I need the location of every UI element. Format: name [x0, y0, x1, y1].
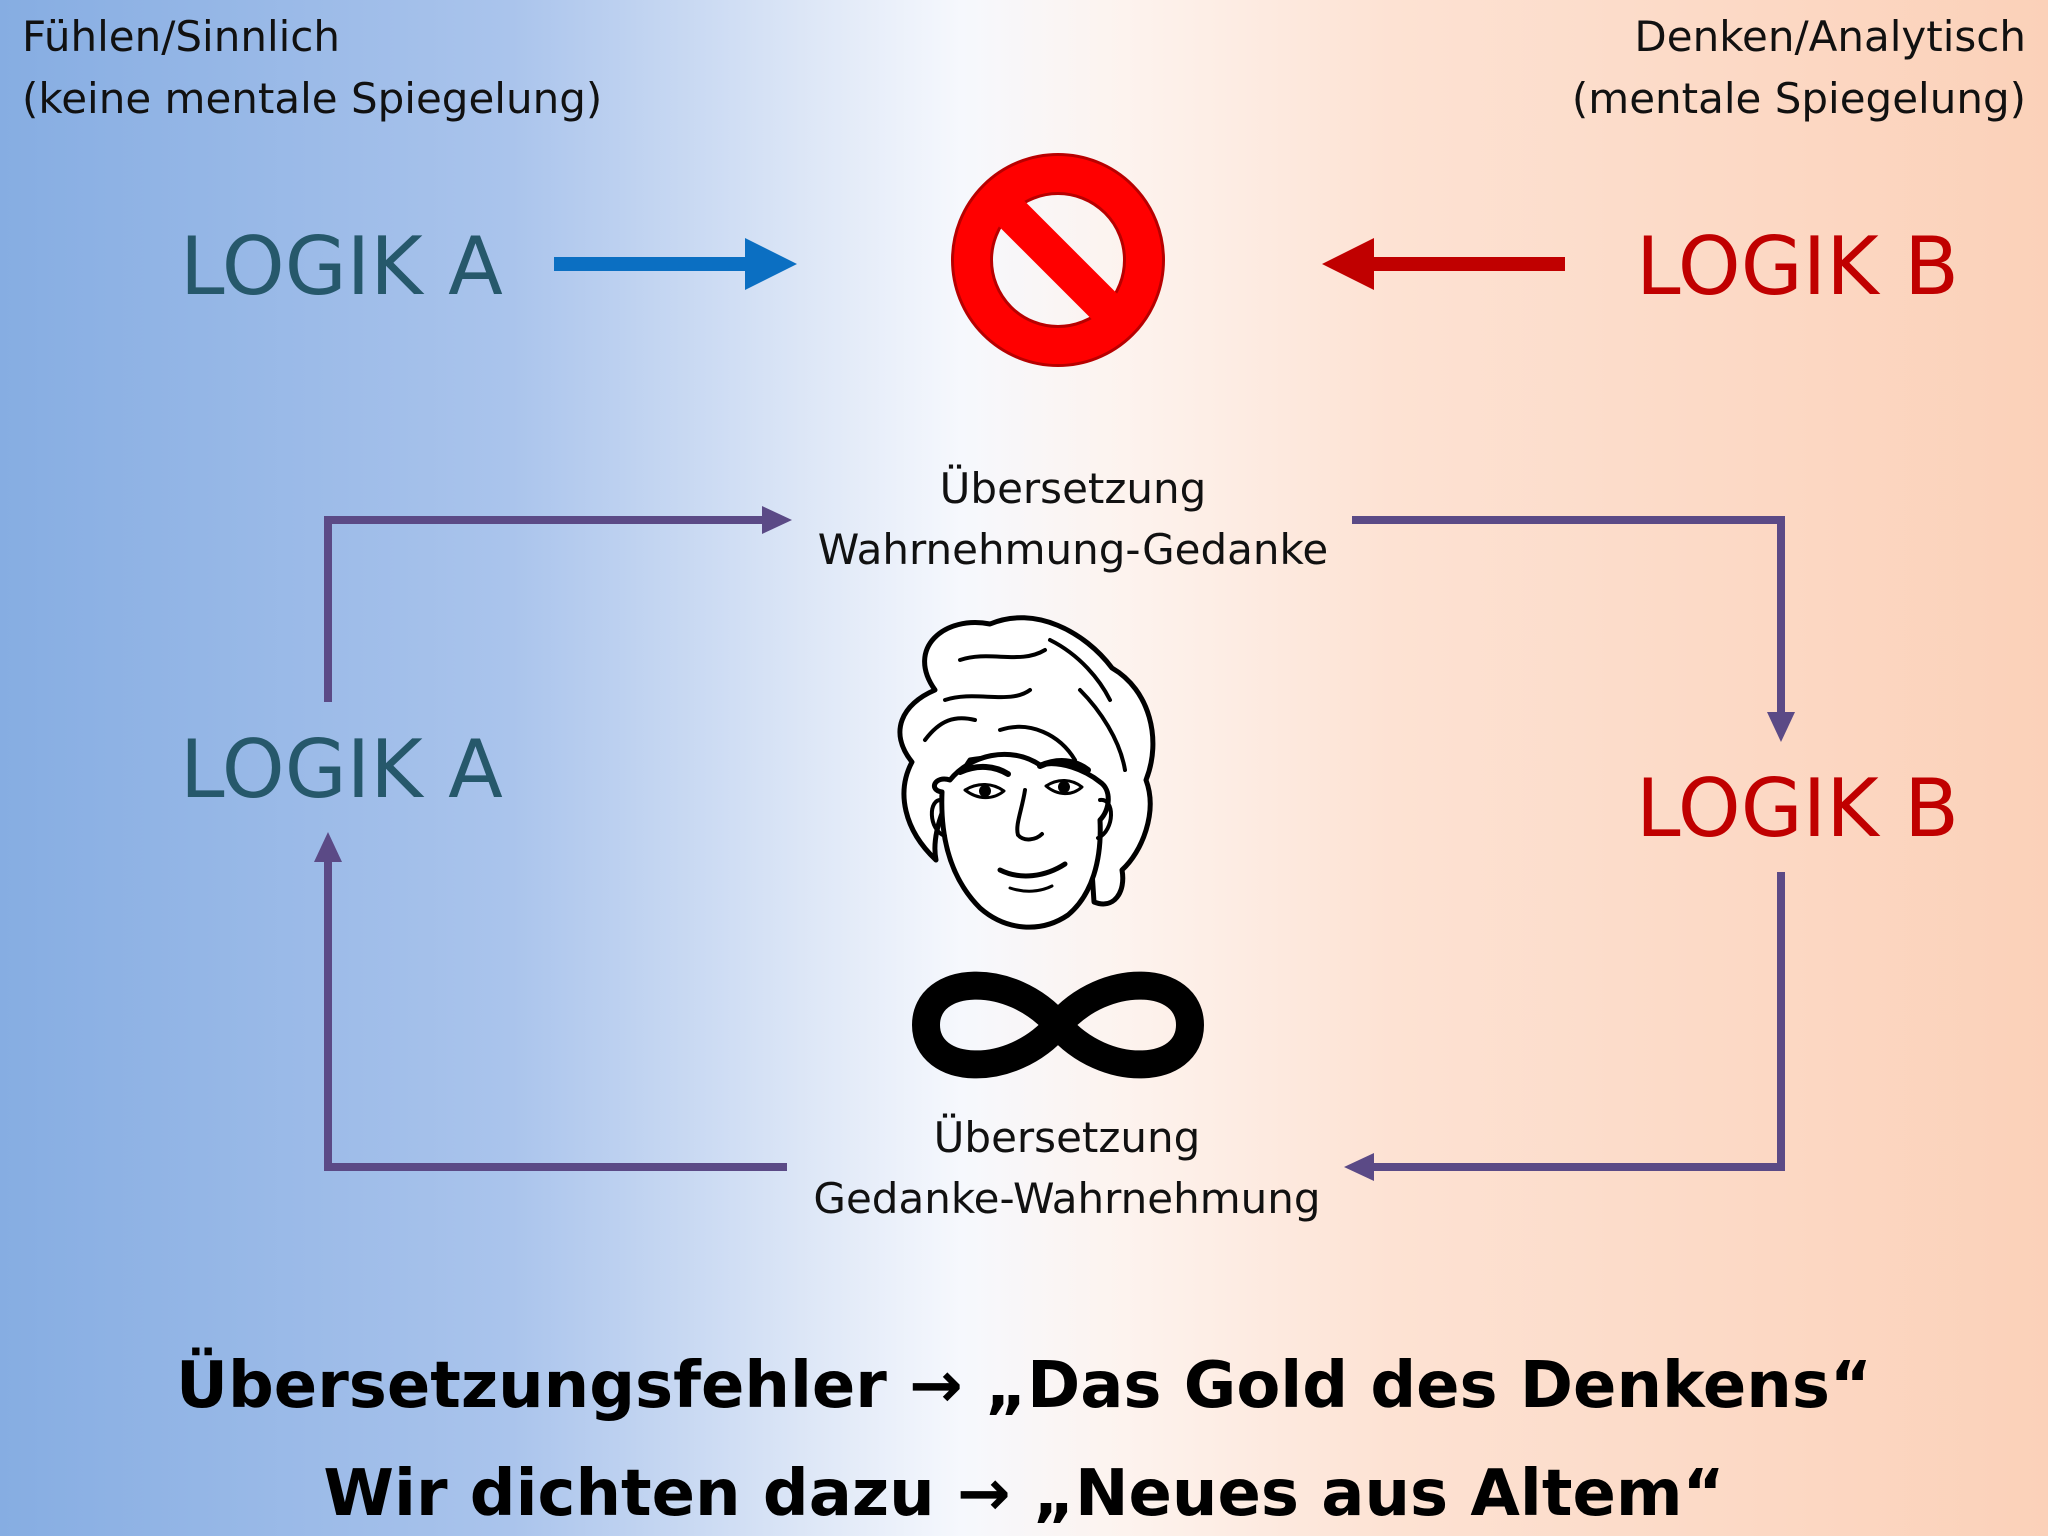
corner-label-right: Denken/Analytisch (mentale Spiegelung) [1572, 6, 2026, 130]
corner-right-line1: Denken/Analytisch [1634, 12, 2026, 61]
bottom-translation-line1: Übersetzung [933, 1113, 1201, 1162]
top-translation-line2: Wahrnehmung-Gedanke [817, 525, 1329, 574]
bottom-translation-text: Übersetzung Gedanke-Wahrnehmung [787, 1107, 1347, 1229]
face-icon [897, 615, 1156, 930]
top-arrow-right-blue [554, 238, 797, 290]
top-arrow-left-red [1322, 238, 1565, 290]
top-logik-b-label: LOGIK B [1636, 220, 1960, 313]
corner-left-line1: Fühlen/Sinnlich [22, 12, 340, 61]
bottom-line-2: Wir dichten dazu → „Neues aus Altem“ [323, 1457, 1725, 1531]
corner-right-line2: (mentale Spiegelung) [1571, 74, 2026, 123]
prohibition-icon [951, 153, 1165, 367]
bottom-line-1: Übersetzungsfehler → „Das Gold des Denke… [176, 1349, 1872, 1423]
top-logik-a-label: LOGIK A [180, 220, 503, 313]
top-translation-text: Übersetzung Wahrnehmung-Gedanke [793, 458, 1353, 580]
loop-logik-b-label: LOGIK B [1636, 762, 1960, 855]
loop-arrow-bottom-left [1344, 872, 1785, 1181]
top-translation-line1: Übersetzung [939, 464, 1207, 513]
bottom-translation-line2: Gedanke-Wahrnehmung [813, 1174, 1321, 1223]
infinity-icon [912, 971, 1204, 1079]
corner-left-line2: (keine mentale Spiegelung) [22, 74, 603, 123]
loop-arrow-left-up [314, 832, 787, 1171]
loop-logik-a-label: LOGIK A [180, 723, 503, 816]
loop-arrow-top-right [324, 506, 792, 702]
loop-arrow-right-down [1352, 516, 1795, 742]
corner-label-left: Fühlen/Sinnlich (keine mentale Spiegelun… [22, 6, 602, 130]
